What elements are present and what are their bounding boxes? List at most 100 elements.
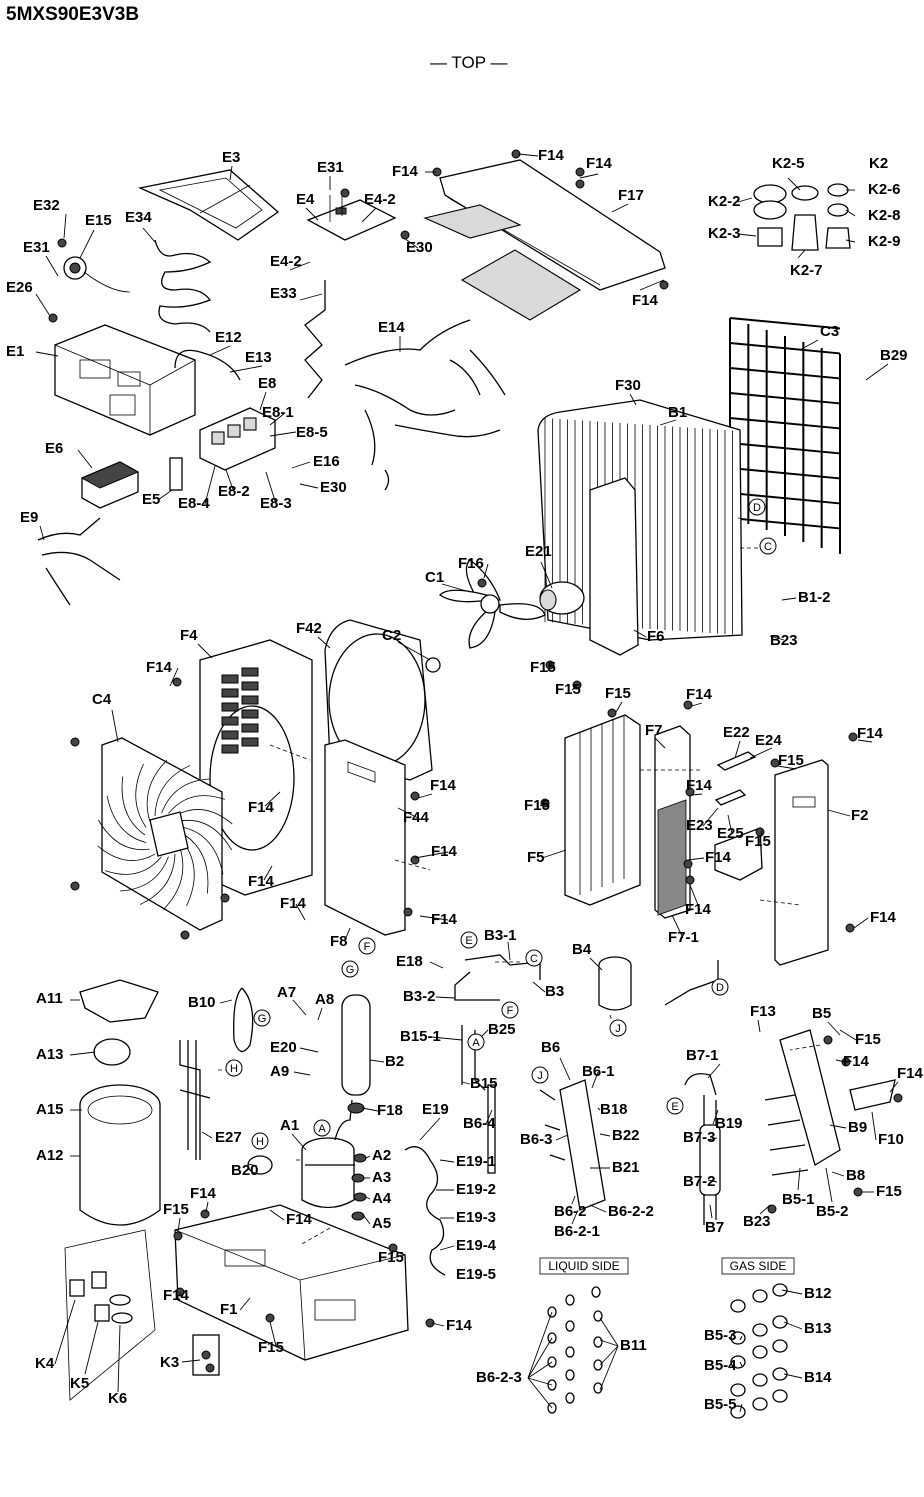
label-b23: B23 [770,632,798,649]
label-a1: A1 [280,1117,299,1134]
label-f44: F44 [403,809,430,826]
label-b6-2-3: B6-2-3 [476,1369,522,1386]
part-e5 [169,457,183,491]
label-f15: F15 [555,681,581,698]
label-e30: E30 [320,479,347,496]
label-b7: B7 [705,1219,724,1236]
label-f14: F14 [897,1065,924,1082]
part-e21-motor [539,581,585,615]
label-e24: E24 [755,732,782,749]
label-b11: B11 [620,1337,647,1354]
label-a5: A5 [372,1215,391,1232]
label-f4: F4 [180,627,198,644]
fittings-group [547,1283,788,1419]
label-b21: B21 [612,1159,640,1176]
label-f14: F14 [248,873,275,890]
marker-e2: E [671,1101,678,1113]
label-e1: E1 [6,343,24,360]
label-f18: F18 [377,1102,403,1119]
label-k3: K3 [160,1354,179,1371]
label-e15: E15 [85,212,112,229]
label-e6: E6 [45,440,63,457]
label-f15: F15 [258,1339,284,1356]
label-b5-3: B5-3 [704,1327,737,1344]
part-b5-manifold [764,1029,841,1176]
label-a13: A13 [36,1046,64,1063]
label-f1: F1 [220,1301,238,1318]
label-f15: F15 [530,659,556,676]
label-f15: F15 [855,1031,881,1048]
marker-j2: J [537,1070,543,1082]
label-f30: F30 [615,377,641,394]
label-b6-4: B6-4 [463,1115,496,1132]
part-b4-filter [598,956,632,1011]
label-f8: F8 [330,933,348,950]
label-b10: B10 [188,994,216,1011]
leader-lines [35,153,899,1413]
label-f14: F14 [632,292,659,309]
label-k2-2: K2-2 [708,193,741,210]
part-e14-harness [344,319,506,491]
part-k2-kit [753,183,851,251]
label-k2-7: K2-7 [790,262,823,279]
label-e9: E9 [20,509,38,526]
label-e27: E27 [215,1129,242,1146]
label-c4: C4 [92,691,112,708]
connection-markers: D C F G E C D G F J A H J A E H [225,498,777,1150]
label-k2-6: K2-6 [868,181,901,198]
marker-e: E [465,935,472,947]
liquid-side-label: LIQUID SIDE [548,1259,619,1273]
label-e34: E34 [125,209,152,226]
label-b1: B1 [668,404,687,421]
part-k-kit-box [64,1229,156,1401]
label-e8-5: E8-5 [296,424,328,441]
label-k2-3: K2-3 [708,225,741,242]
liquid-side-box [539,1257,629,1275]
model-title: 5MXS90E3V3B [6,4,140,25]
marker-c: C [764,541,772,553]
label-c3: C3 [820,323,839,340]
label-f14: F14 [286,1211,313,1228]
label-b5-1: B5-1 [782,1191,815,1208]
label-a11: A11 [36,990,63,1007]
label-f15: F15 [605,685,631,702]
label-b8: B8 [846,1167,865,1184]
marker-h2: H [256,1136,264,1148]
label-b3: B3 [545,983,564,1000]
label-e23: E23 [686,817,713,834]
label-f15: F15 [778,752,804,769]
part-a2-a5-parts [351,1153,367,1221]
part-b10 [233,987,254,1052]
part-a12-jacket [79,1084,161,1226]
part-e4-pcb [306,192,397,241]
label-b13: B13 [804,1320,832,1337]
view-heading: — TOP — [430,53,508,72]
part-a1-compressor [301,1099,355,1209]
label-e26: E26 [6,279,33,296]
label-b15: B15 [470,1075,498,1092]
label-e21: E21 [525,543,552,560]
part-e19 [404,1146,446,1276]
label-b6: B6 [541,1039,560,1056]
marker-a: A [472,1037,480,1049]
label-e4-2: E4-2 [270,253,302,270]
part-f4-front-panel [199,639,313,896]
label-f14: F14 [705,849,732,866]
label-e8: E8 [258,375,276,392]
label-e19-2: E19-2 [456,1181,496,1198]
label-f14: F14 [870,909,897,926]
part-e6 [80,461,140,509]
label-f14: F14 [586,155,613,172]
label-e8-4: E8-4 [178,495,210,512]
label-b7-2: B7-2 [683,1173,716,1190]
label-f14: F14 [430,777,457,794]
label-f7-1: F7-1 [668,929,699,946]
part-labels: E3 E31 F14 F14 F14 K2 K2-5 K2-2 K2-6 E32… [6,147,924,1413]
part-e34-wiring [154,239,212,333]
part-b7-assembly [684,1073,721,1225]
label-f14: F14 [248,799,275,816]
label-b5-5: B5-5 [704,1396,737,1413]
part-bracket [714,827,763,881]
label-f14: F14 [446,1317,473,1334]
label-e14: E14 [378,319,405,336]
